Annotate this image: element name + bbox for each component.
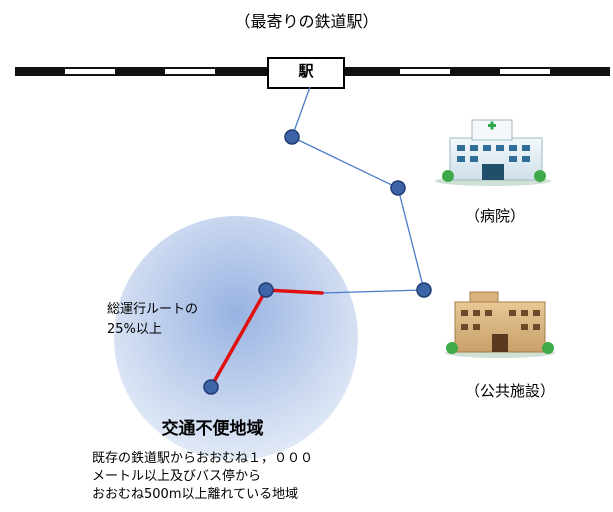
coverage-area-circle	[114, 216, 358, 460]
bus-stop	[203, 379, 219, 395]
area-description: 既存の鉄道駅からおおむね１，０００ メートル以上及びバス停から おおむね500m…	[92, 451, 314, 502]
station-box	[267, 57, 345, 89]
area-title: 交通不便地域	[161, 419, 264, 439]
bus-stop	[284, 129, 300, 145]
route-share-label: 総運行ルートの 25%以上	[107, 302, 199, 337]
public-facility-label: （公共施設）	[464, 382, 555, 400]
nearest-station-heading: （最寄りの鉄道駅）	[234, 12, 379, 31]
hospital-icon	[435, 119, 551, 186]
bus-stop	[416, 282, 432, 298]
public-facility-icon	[445, 291, 555, 358]
hospital-label: （病院）	[464, 207, 525, 225]
bus-stop	[258, 282, 274, 298]
station-label: 駅	[298, 62, 314, 80]
bus-stop	[390, 180, 406, 196]
